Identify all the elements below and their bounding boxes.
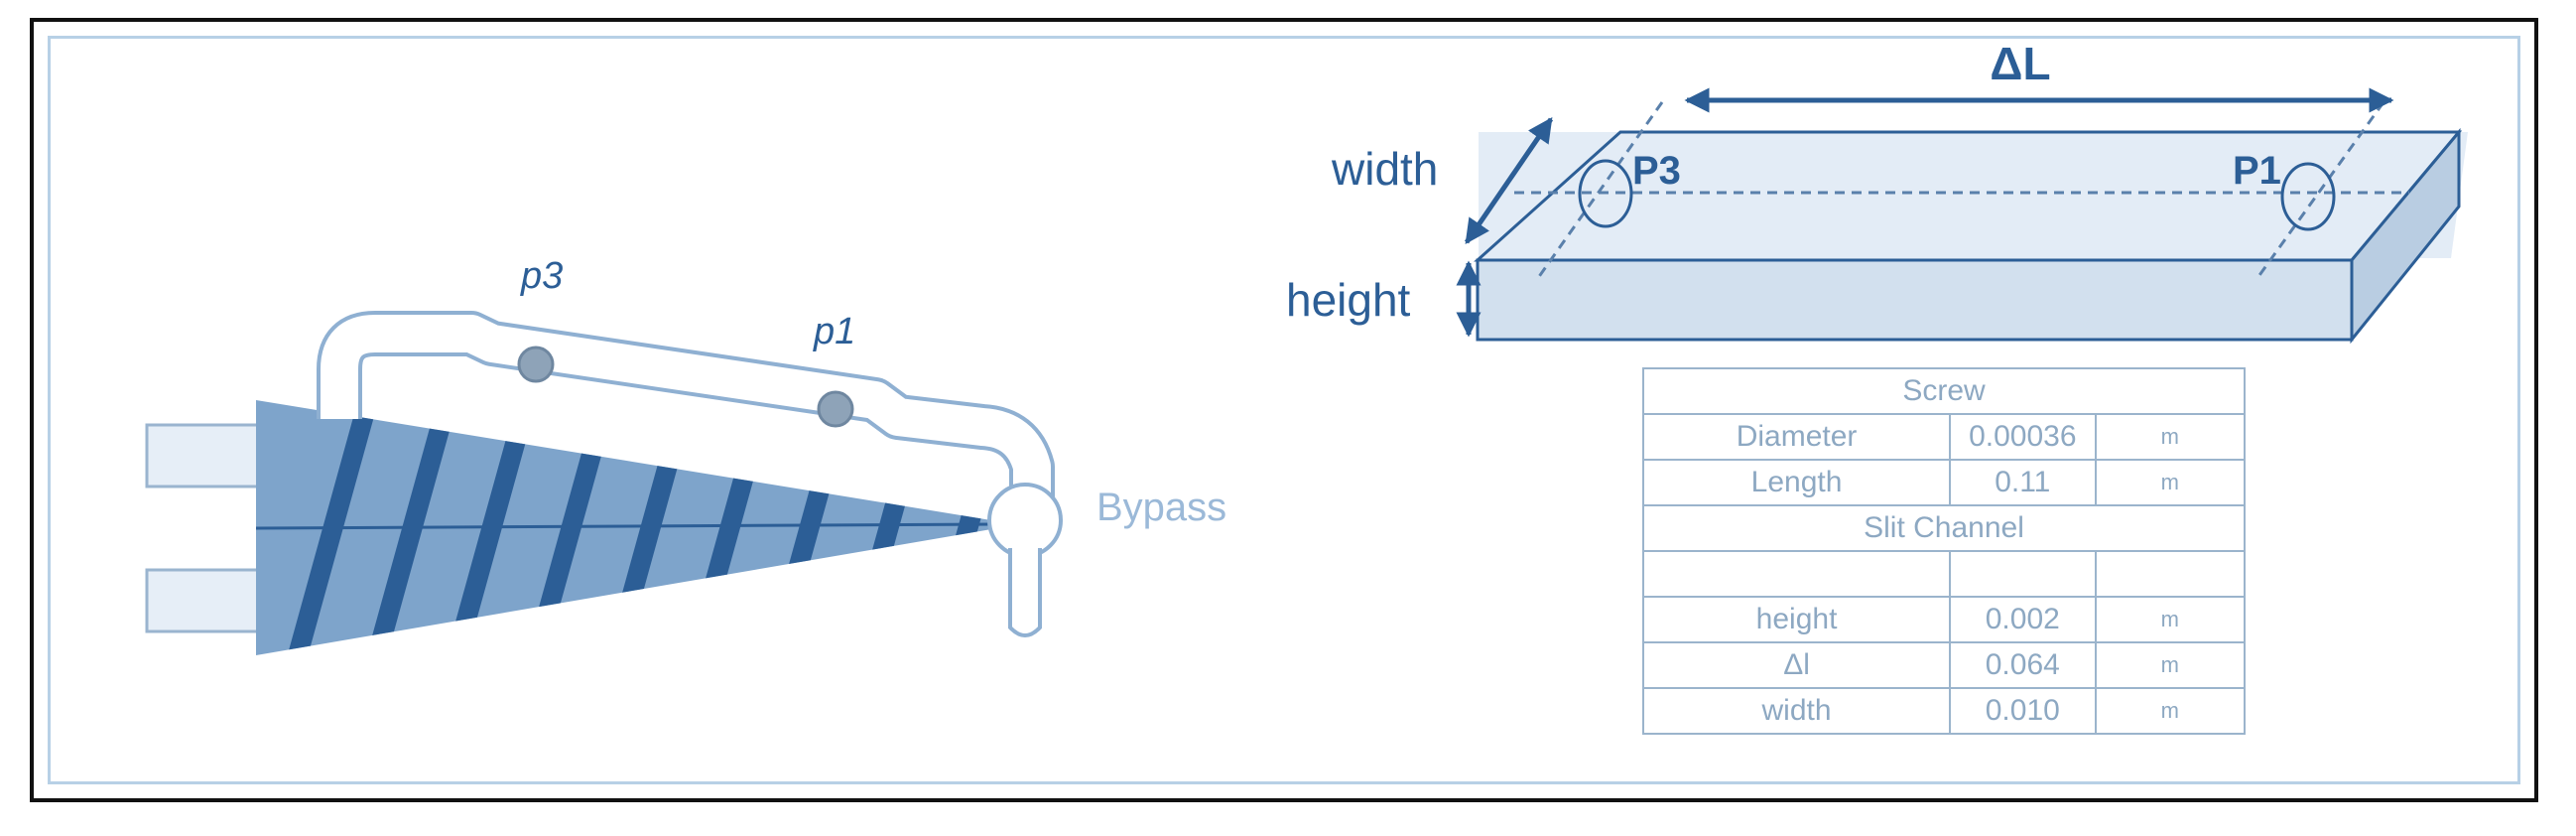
empty-cell [1641,550,1952,598]
height-label: height [1286,274,1411,326]
delta-l-label: ΔL [1990,38,2050,89]
block-top [1474,130,2463,262]
table-row: Length 0.11 m [1641,459,2246,506]
height-value: 0.002 [1949,596,2097,643]
delta-l-name: Δl [1641,641,1952,689]
parameter-table: Screw Diameter 0.00036 m Length 0.11 m S… [1641,367,2246,735]
p1-port [2280,162,2336,231]
table-row: Slit Channel [1642,504,2246,552]
table-row: Screw [1642,367,2246,415]
diameter-unit: m [2094,413,2246,461]
p3-port [1578,159,1633,228]
block-front-face [1476,258,2354,342]
slit-channel-diagram: ΔL width height P3 P1 [1286,38,2468,345]
bypass-outlet [1008,548,1042,637]
table-row: Diameter 0.00036 m [1641,413,2246,461]
delta-l-unit: m [2094,641,2246,689]
width-arrow [1464,116,1554,245]
width-unit: m [2094,687,2246,735]
p1-port-label: P1 [2233,149,2281,193]
upper-shaft [145,423,260,488]
p1-label: p1 [813,311,855,352]
table-row: Δl 0.064 m [1641,641,2246,689]
delta-l-value: 0.064 [1949,641,2097,689]
screw-header: Screw [1642,367,2246,415]
empty-cell [1949,550,2097,598]
width-label: width [1331,143,1438,195]
length-value: 0.11 [1949,459,2097,506]
bypass-valve [987,483,1063,558]
table-row: width 0.010 m [1641,687,2246,735]
bypass-label: Bypass [1096,486,1226,529]
p3-dashed [1536,101,1664,279]
empty-cell [2094,550,2246,598]
extruder-diagram: p3 p1 Bypass [145,255,1226,655]
p1-dashed [2255,101,2385,279]
p3-label: p3 [520,255,563,297]
figure-inner-border [48,36,2520,784]
p1-sensor [817,390,854,428]
block-right-face [2350,127,2461,345]
screw-centerline [255,522,998,530]
height-name: height [1641,596,1952,643]
lower-shaft [145,568,260,633]
length-unit: m [2094,459,2246,506]
diameter-name: Diameter [1641,413,1952,461]
p3-port-label: P3 [1632,149,1681,193]
table-row [1641,550,2246,598]
width-name: width [1641,687,1952,735]
length-name: Length [1641,459,1952,506]
height-unit: m [2094,596,2246,643]
table-row: height 0.002 m [1641,596,2246,643]
diameter-value: 0.00036 [1949,413,2097,461]
width-value: 0.010 [1949,687,2097,735]
p3-sensor [517,346,555,383]
slit-channel-header: Slit Channel [1642,504,2246,552]
bypass-tube [317,311,1055,506]
